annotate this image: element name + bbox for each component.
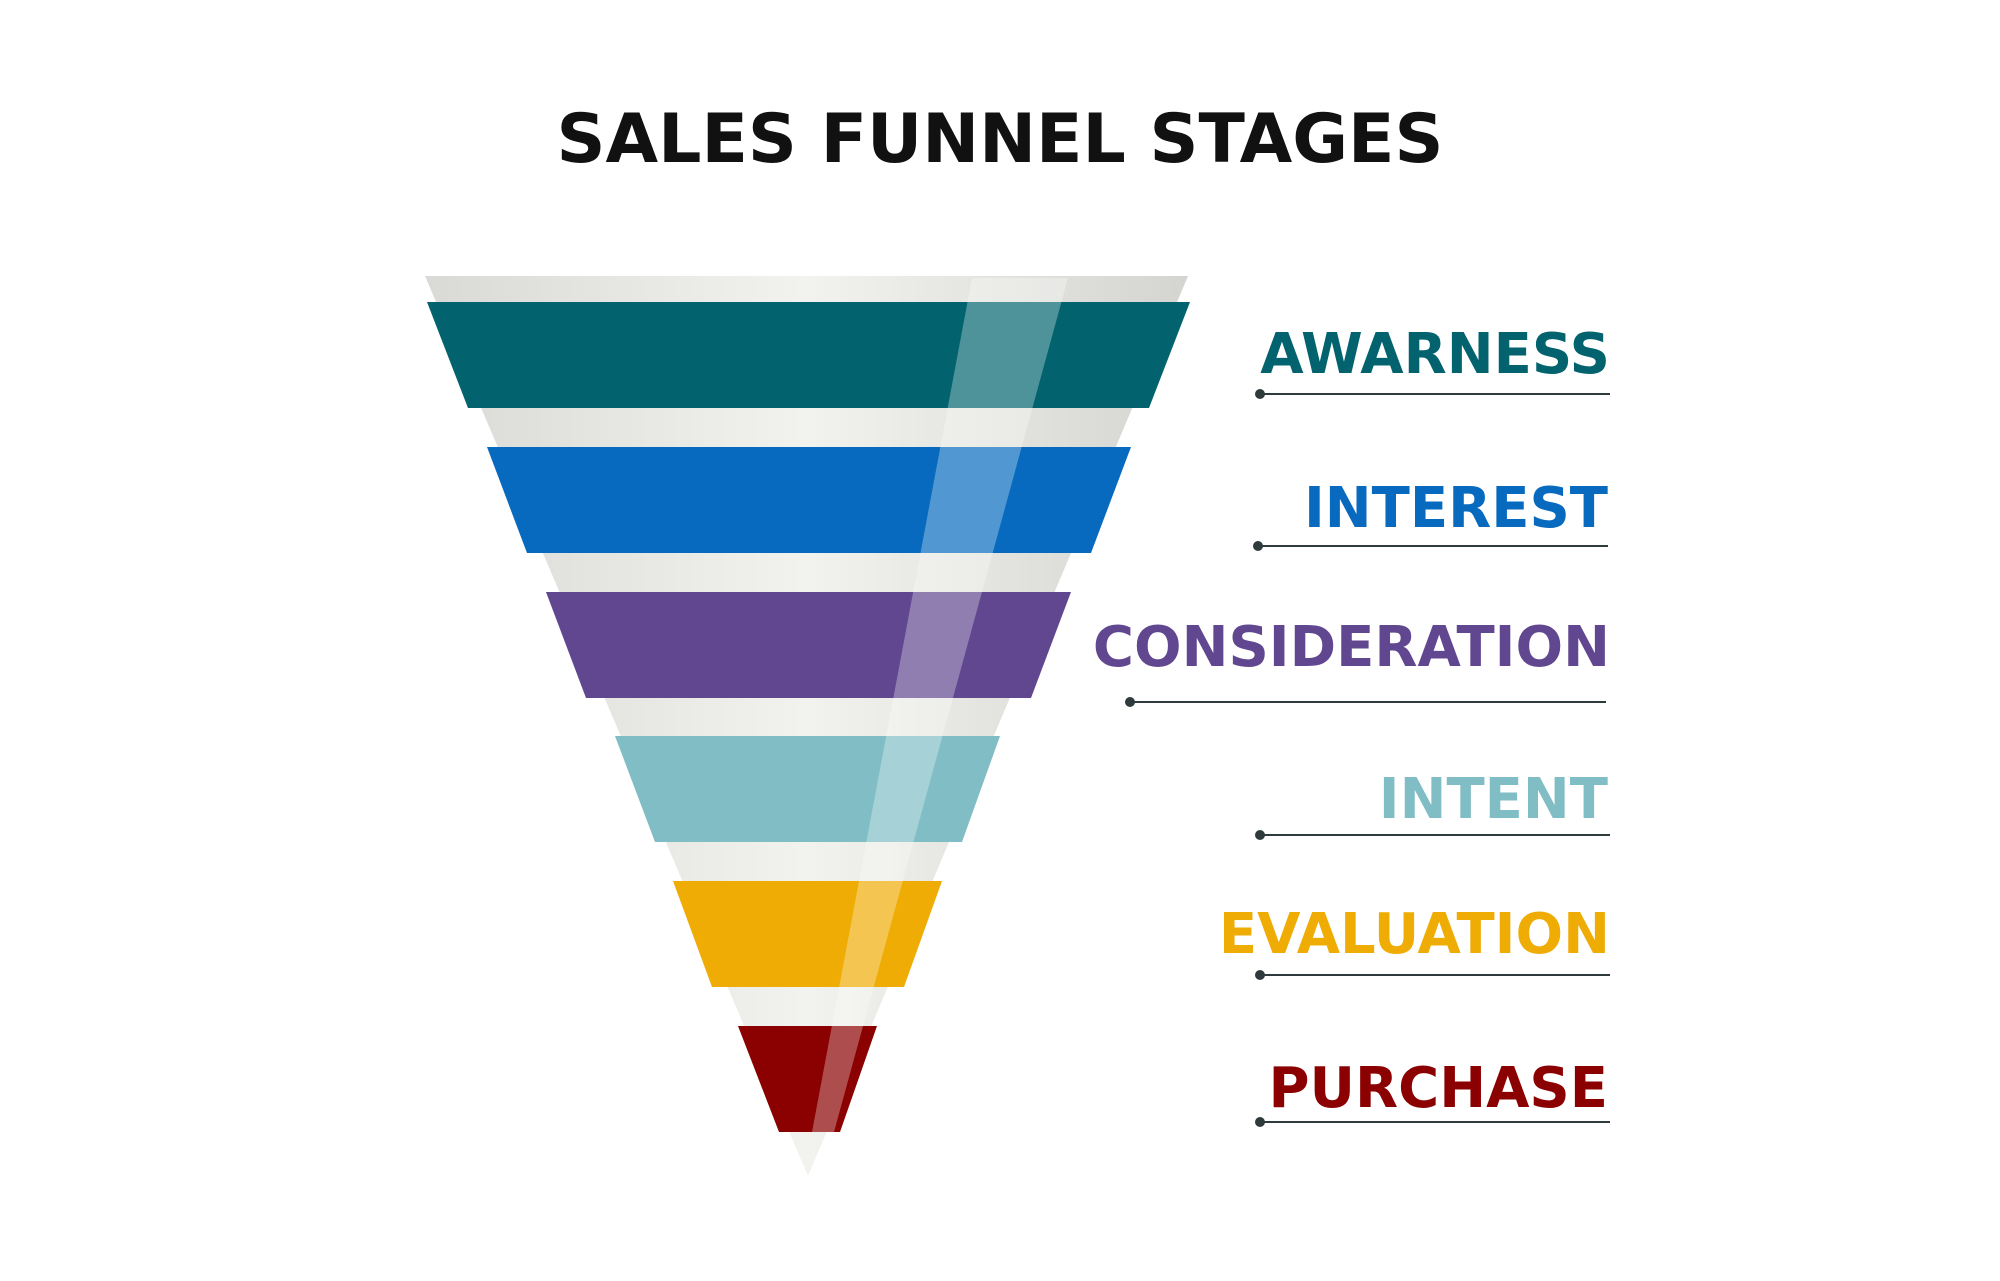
stage-band-awarness — [427, 302, 1190, 408]
stage-label-awarness: AWARNESS — [1260, 322, 1610, 387]
gloss-highlight — [812, 278, 1068, 1132]
stage-band-intent — [615, 736, 1000, 842]
stage-label-intent: INTENT — [1379, 767, 1608, 832]
leader-purchase — [1255, 1117, 1610, 1127]
stage-band-interest — [487, 447, 1131, 553]
stage-label-interest: INTEREST — [1304, 476, 1608, 541]
leader-awarness — [1255, 389, 1610, 399]
stage-label-purchase: PURCHASE — [1268, 1056, 1608, 1121]
page-title: SALES FUNNEL STAGES — [556, 100, 1444, 179]
stage-label-consideration: CONSIDERATION — [1093, 615, 1610, 680]
leader-evaluation — [1255, 970, 1610, 980]
stage-band-consideration — [546, 592, 1071, 698]
stage-band-evaluation — [673, 881, 942, 987]
stage-band-purchase — [738, 1026, 877, 1132]
leader-intent — [1255, 830, 1610, 840]
leader-interest — [1253, 541, 1608, 551]
leader-consideration — [1125, 697, 1606, 707]
stage-label-evaluation: EVALUATION — [1219, 902, 1610, 967]
